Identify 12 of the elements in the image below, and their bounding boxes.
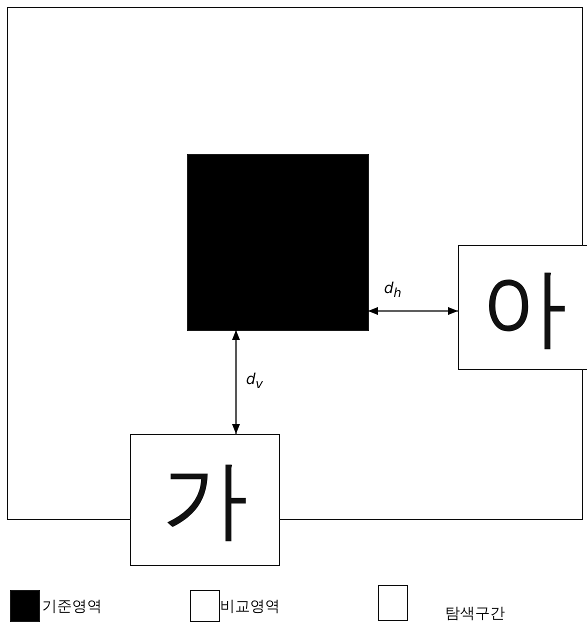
legend-label: 탐색구간 — [445, 604, 505, 623]
double-arrow — [232, 330, 240, 434]
legend-label: 비교영역 — [220, 597, 280, 616]
hangul-character: 가 — [162, 457, 248, 543]
comparison-region-box — [130, 434, 280, 566]
legend-label: 기준영역 — [42, 597, 102, 616]
reference-region-square — [187, 154, 369, 331]
comparison-region-box — [458, 245, 587, 370]
double-arrow — [368, 307, 458, 315]
edge-label: d$_{h}$ — [384, 279, 402, 300]
edge-label: d$_{v}$ — [246, 370, 263, 391]
hangul-character: 아 — [481, 264, 567, 350]
